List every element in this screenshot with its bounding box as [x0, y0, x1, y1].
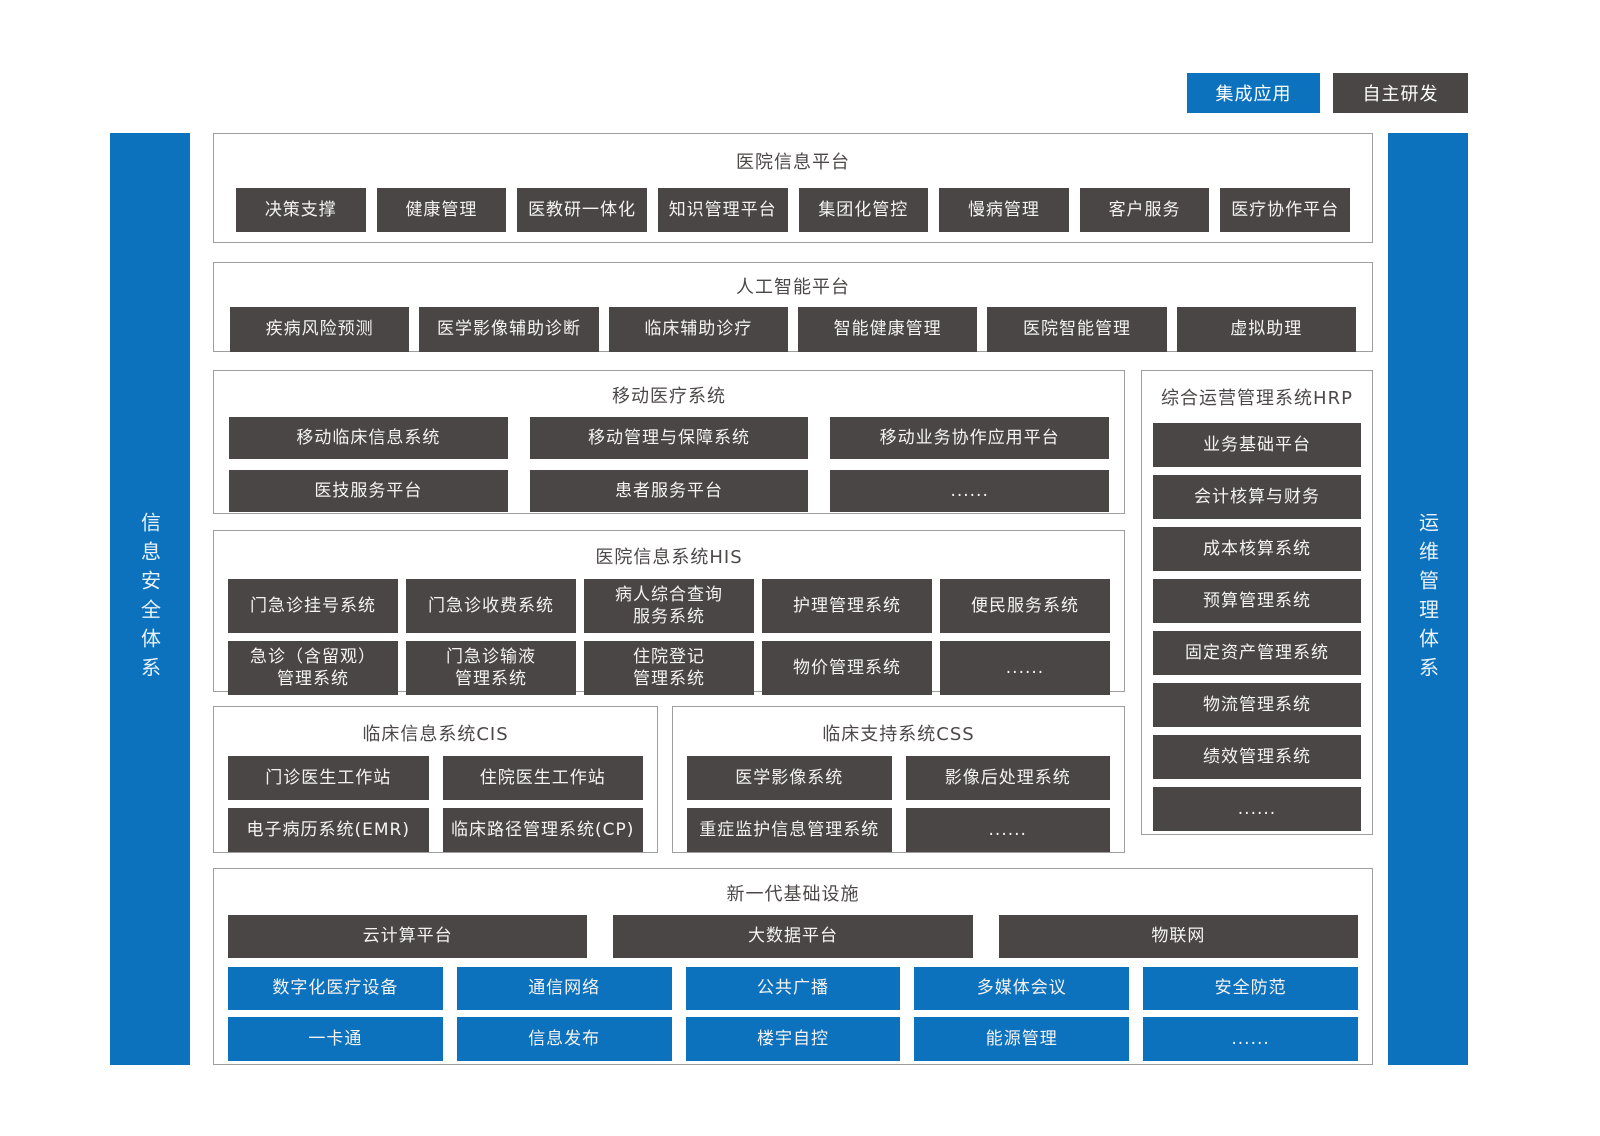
diagram-node: 门诊医生工作站 [228, 756, 429, 800]
section-hospital-info-platform: 医院信息平台 决策支撑 健康管理 医教研一体化 知识管理平台 集团化管控 慢病管… [213, 133, 1373, 243]
ops-management-sidebar: 运维管理体系 [1388, 133, 1468, 1065]
section-infrastructure: 新一代基础设施 云计算平台 大数据平台 物联网 数字化医疗设备 通信网络 公共广… [213, 868, 1373, 1065]
diagram-node: 电子病历系统(EMR) [228, 808, 429, 852]
node-row: 数字化医疗设备 通信网络 公共广播 多媒体会议 安全防范 [214, 967, 1372, 1010]
diagram-node: 医技服务平台 [229, 470, 508, 512]
info-security-sidebar-label: 信息安全体系 [137, 512, 162, 686]
diagram-node: 预算管理系统 [1153, 579, 1361, 623]
diagram-node: 慢病管理 [939, 188, 1069, 232]
diagram-node: 便民服务系统 [940, 579, 1110, 633]
diagram-node: 移动临床信息系统 [229, 417, 508, 459]
diagram-node: 门急诊收费系统 [406, 579, 576, 633]
diagram-node: 医学影像系统 [687, 756, 892, 800]
diagram-node: ...... [940, 641, 1110, 695]
diagram-node: 住院医生工作站 [442, 756, 643, 800]
diagram-node: 固定资产管理系统 [1153, 631, 1361, 675]
legend-self-developed: 自主研发 [1333, 73, 1468, 113]
section-title: 医院信息平台 [736, 152, 850, 173]
diagram-node: 多媒体会议 [914, 967, 1130, 1010]
diagram-node: 业务基础平台 [1153, 423, 1361, 467]
diagram-node: 能源管理 [914, 1017, 1130, 1061]
diagram-node: 智能健康管理 [797, 307, 978, 352]
section-title: 临床支持系统CSS [822, 724, 975, 745]
node-row: 医技服务平台 患者服务平台 ...... [214, 470, 1124, 512]
legend-integrated-application: 集成应用 [1187, 73, 1320, 113]
node-row: 重症监护信息管理系统 ...... [673, 808, 1124, 852]
section-title: 新一代基础设施 [726, 884, 860, 905]
section-title: 临床信息系统CIS [362, 724, 509, 745]
diagram-node: 门急诊输液 管理系统 [406, 641, 576, 695]
diagram-node: 信息发布 [456, 1017, 672, 1061]
diagram-node: 急诊（含留观） 管理系统 [228, 641, 398, 695]
diagram-node: 疾病风险预测 [230, 307, 410, 352]
diagram-node: ...... [1143, 1017, 1358, 1061]
diagram-node: 病人综合查询 服务系统 [584, 579, 754, 633]
section-mobile-medical: 移动医疗系统 移动临床信息系统 移动管理与保障系统 移动业务协作应用平台 医技服… [213, 370, 1125, 514]
node-row: 云计算平台 大数据平台 物联网 [214, 915, 1372, 958]
ops-management-sidebar-label: 运维管理体系 [1415, 512, 1440, 686]
diagram-node: 会计核算与财务 [1153, 475, 1361, 519]
diagram-node: 影像后处理系统 [905, 756, 1110, 800]
node-row: 疾病风险预测 医学影像辅助诊断 临床辅助诊疗 智能健康管理 医院智能管理 虚拟助… [214, 307, 1372, 352]
section-his: 医院信息系统HIS 门急诊挂号系统 门急诊收费系统 病人综合查询 服务系统 护理… [213, 530, 1125, 695]
section-title: 人工智能平台 [736, 277, 850, 298]
diagram-node: 医教研一体化 [517, 188, 647, 232]
diagram-node: 护理管理系统 [762, 579, 932, 633]
diagram-node: 公共广播 [685, 967, 901, 1010]
diagram-node: 通信网络 [456, 967, 672, 1010]
node-row: 一卡通 信息发布 楼宇自控 能源管理 ...... [214, 1017, 1372, 1061]
node-row: 电子病历系统(EMR) 临床路径管理系统(CP) [214, 808, 657, 852]
diagram-node: ...... [830, 470, 1109, 512]
diagram-node: 数字化医疗设备 [228, 967, 443, 1010]
section-css: 临床支持系统CSS 医学影像系统 影像后处理系统 重症监护信息管理系统 ....… [672, 706, 1125, 853]
diagram-node: 绩效管理系统 [1153, 735, 1361, 779]
diagram-node: 安全防范 [1143, 967, 1358, 1010]
diagram-node: 物价管理系统 [762, 641, 932, 695]
diagram-node: 医学影像辅助诊断 [419, 307, 599, 352]
middle-band: 移动医疗系统 移动临床信息系统 移动管理与保障系统 移动业务协作应用平台 医技服… [213, 370, 1373, 853]
section-cis: 临床信息系统CIS 门诊医生工作站 住院医生工作站 电子病历系统(EMR) 临床… [213, 706, 658, 853]
section-title: 移动医疗系统 [612, 386, 726, 407]
diagram-node: 成本核算系统 [1153, 527, 1361, 571]
diagram-node: 大数据平台 [613, 915, 973, 958]
diagram-node: 物联网 [998, 915, 1358, 958]
node-row: 门诊医生工作站 住院医生工作站 [214, 756, 657, 800]
node-row: 医学影像系统 影像后处理系统 [673, 756, 1124, 800]
diagram-node: 客户服务 [1079, 188, 1210, 232]
middle-left-column: 移动医疗系统 移动临床信息系统 移动管理与保障系统 移动业务协作应用平台 医技服… [213, 370, 1125, 853]
diagram-node: 医院智能管理 [987, 307, 1167, 352]
section-ai-platform: 人工智能平台 疾病风险预测 医学影像辅助诊断 临床辅助诊疗 智能健康管理 医院智… [213, 262, 1373, 352]
diagram-node: 住院登记 管理系统 [584, 641, 754, 695]
diagram-node: 健康管理 [376, 188, 507, 232]
diagram-node: 移动业务协作应用平台 [830, 417, 1109, 459]
info-security-sidebar: 信息安全体系 [110, 133, 190, 1065]
diagram-node: ...... [1153, 787, 1361, 831]
diagram-node: 临床辅助诊疗 [608, 307, 788, 352]
diagram-node: 云计算平台 [228, 915, 588, 958]
diagram-node: 重症监护信息管理系统 [687, 808, 892, 852]
diagram-node: 集团化管控 [798, 188, 929, 232]
diagram-node: ...... [905, 808, 1110, 852]
diagram-node: 移动管理与保障系统 [529, 417, 809, 459]
diagram-node: 决策支撑 [236, 188, 366, 232]
diagram-node: 一卡通 [228, 1017, 443, 1061]
node-row: 门急诊挂号系统 门急诊收费系统 病人综合查询 服务系统 护理管理系统 便民服务系… [214, 579, 1124, 633]
node-stack: 业务基础平台 会计核算与财务 成本核算系统 预算管理系统 固定资产管理系统 物流… [1142, 423, 1372, 831]
diagram-node: 虚拟助理 [1176, 307, 1356, 352]
diagram-node: 临床路径管理系统(CP) [442, 808, 643, 852]
section-title: 医院信息系统HIS [595, 547, 743, 568]
diagram-content: 医院信息平台 决策支撑 健康管理 医教研一体化 知识管理平台 集团化管控 慢病管… [213, 133, 1373, 1065]
node-row: 急诊（含留观） 管理系统 门急诊输液 管理系统 住院登记 管理系统 物价管理系统… [214, 641, 1124, 695]
cis-css-band: 临床信息系统CIS 门诊医生工作站 住院医生工作站 电子病历系统(EMR) 临床… [213, 706, 1125, 853]
section-title: 综合运营管理系统HRP [1161, 388, 1353, 409]
diagram-node: 患者服务平台 [529, 470, 809, 512]
diagram-node: 医疗协作平台 [1220, 188, 1350, 232]
section-hrp: 综合运营管理系统HRP 业务基础平台 会计核算与财务 成本核算系统 预算管理系统… [1141, 370, 1373, 835]
diagram-node: 楼宇自控 [685, 1017, 901, 1061]
node-row: 决策支撑 健康管理 医教研一体化 知识管理平台 集团化管控 慢病管理 客户服务 … [214, 188, 1372, 232]
diagram-node: 知识管理平台 [657, 188, 788, 232]
node-row: 移动临床信息系统 移动管理与保障系统 移动业务协作应用平台 [214, 417, 1124, 459]
diagram-node: 物流管理系统 [1153, 683, 1361, 727]
diagram-node: 门急诊挂号系统 [228, 579, 398, 633]
